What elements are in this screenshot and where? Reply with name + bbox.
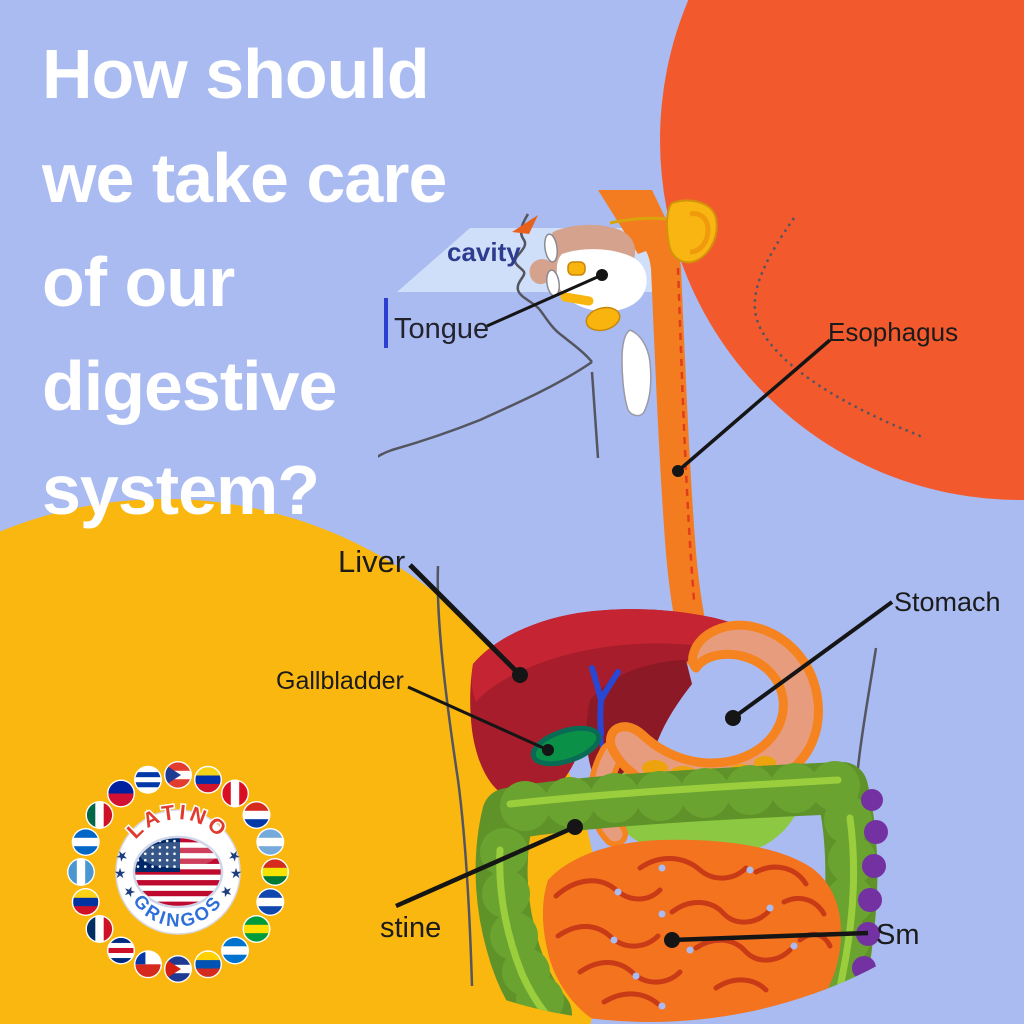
mouth-region [512, 199, 718, 417]
jaw-bone [621, 329, 652, 417]
orange-background-circle [660, 0, 1024, 500]
mexico-flag [85, 801, 114, 829]
large-intestine-leader-line [395, 824, 576, 909]
title-line-5: system? [42, 451, 320, 529]
tongue-gland [567, 261, 586, 276]
left-body-line [436, 565, 474, 987]
puerto-rico-flag [164, 761, 192, 789]
diagram-labels: cavity Tongue Esophagus Liver Gallbladde… [276, 237, 1001, 951]
stomach-shape [606, 620, 823, 801]
face-profile-line [513, 213, 593, 363]
dominican-republic-flag [85, 915, 114, 943]
gallbladder-dot [542, 744, 554, 756]
esophagus-leader-line [676, 338, 832, 473]
portal-vein [589, 665, 621, 796]
star-icon: ★ [218, 882, 235, 901]
esophagus-edge-line [676, 267, 696, 601]
liver-label: Liver [338, 544, 405, 579]
haiti-flag [107, 779, 135, 808]
stomach-dot [725, 710, 741, 726]
tongue-label: Tongue [394, 313, 489, 345]
liver-dot [512, 667, 528, 683]
tongue-bracket-line [384, 298, 388, 348]
small-intestine-leader-line [671, 930, 869, 943]
small-intestine-label: Sm [876, 919, 920, 951]
small-intestine-organ [542, 839, 841, 1022]
title-line-1: How should [42, 35, 430, 113]
title-line-2: we take care [42, 139, 447, 217]
throat-line [590, 371, 600, 459]
colombia-flag [71, 888, 100, 916]
flag-sheen [140, 842, 216, 868]
gallbladder-label: Gallbladder [276, 667, 404, 695]
oral-cavity-label: cavity [447, 237, 521, 267]
paraguay-flag [242, 801, 271, 829]
tongue-leader-line [486, 273, 603, 328]
title-line-3: of our [42, 243, 235, 321]
costa-rica-flag [107, 936, 135, 965]
star-icon: ★ [121, 882, 138, 901]
submandibular-gland [585, 306, 621, 332]
sublingual-gland [560, 292, 594, 306]
brazil-flag [242, 915, 271, 943]
tongue-dot [596, 269, 608, 281]
star-icon: ★ [230, 865, 243, 881]
cuba-flag [164, 955, 192, 983]
small-intestine-dot [664, 932, 680, 948]
el-salvador-flag [256, 888, 285, 916]
leader-lines [395, 269, 894, 948]
nicaragua-flag [71, 828, 100, 856]
small-intestine-mass [542, 839, 841, 1022]
upper-teeth [543, 233, 559, 263]
esophagus-dot [672, 465, 684, 477]
intestine-gaps [610, 864, 798, 1010]
stomach-label: Stomach [894, 587, 1001, 617]
parotid-gland-shade [689, 211, 711, 255]
large-intestine-dot [567, 819, 583, 835]
venezuela-flag [194, 765, 222, 794]
liver-top-band [471, 609, 750, 702]
guatemala-flag [67, 858, 95, 886]
latino-gringos-logo: ★★★★★★ LATINO GRINGOS [67, 761, 289, 983]
page-title: How should we take care of our digestive… [42, 22, 447, 542]
shoulder-dotted-line [753, 217, 925, 440]
liver-leader-line [408, 563, 522, 677]
title-line-4: digestive [42, 347, 337, 425]
esophagus-tube [625, 207, 712, 667]
ecuador-flag [194, 950, 222, 979]
neck-line [378, 360, 593, 471]
gallbladder-leader-line [407, 685, 549, 752]
esophagus-organ [598, 190, 712, 667]
uruguay-flag [134, 765, 162, 794]
argentina-flag [256, 828, 285, 856]
star-icon: ★ [114, 865, 127, 881]
stomach-leader-line [731, 600, 894, 720]
chile-flag [134, 950, 162, 979]
bolus-arrow-icon [512, 215, 538, 234]
honduras-flag [221, 936, 249, 965]
bolivia-flag [261, 858, 289, 886]
peru-flag [221, 779, 249, 808]
esophagus-label: Esophagus [828, 317, 958, 347]
large-intestine-label: stine [380, 912, 441, 944]
flag-ring [67, 761, 289, 983]
salivary-duct [609, 216, 669, 225]
